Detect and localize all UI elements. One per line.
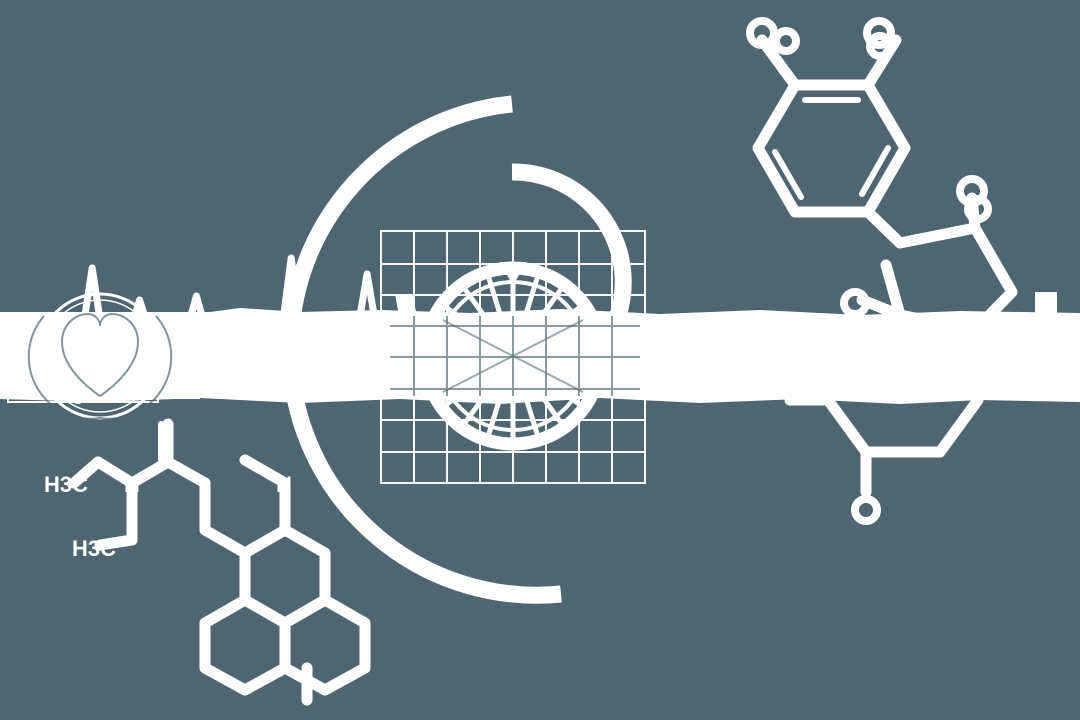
n-label-2: N — [276, 472, 292, 497]
catecholamine-structure — [752, 34, 1018, 336]
band-crossing-burst — [442, 319, 584, 393]
molecule-atom-labels — [746, 17, 1057, 318]
oh-label-4 — [1035, 292, 1057, 316]
fused-ring-alkaloid-structure — [68, 418, 371, 706]
h3c-label-1: H3C — [44, 472, 88, 497]
n-label-1: N — [124, 472, 140, 497]
oh-label-2 — [863, 17, 895, 60]
oh-label-1 — [746, 17, 800, 55]
oh-label-3 — [956, 175, 992, 223]
alkaloid-atom-labels: H3C H3C N N — [44, 472, 292, 561]
o-label-ring — [840, 288, 870, 318]
band-crossing-heart — [27, 312, 173, 420]
h3c-label-2: H3C — [72, 536, 116, 561]
